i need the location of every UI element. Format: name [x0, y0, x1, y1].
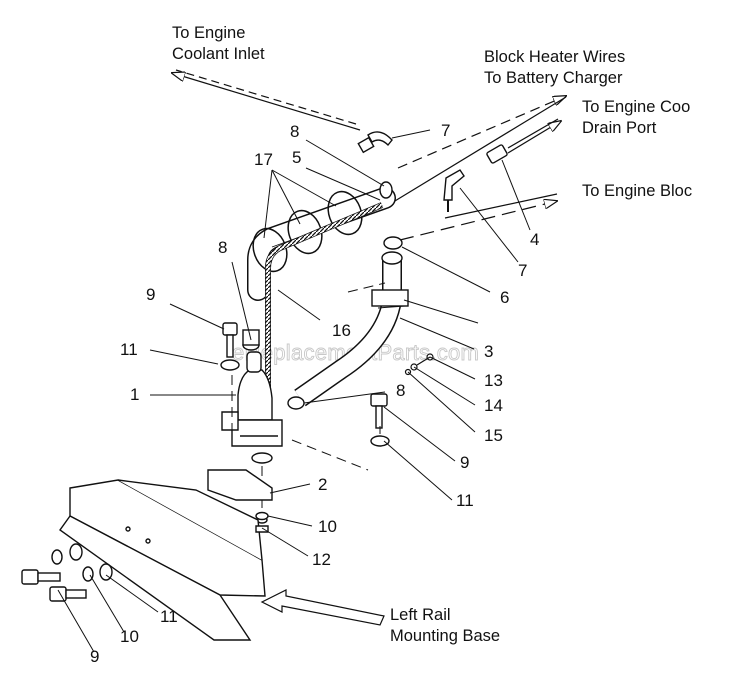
callout-10-lower: 10	[120, 627, 139, 646]
rail-bolts	[21, 543, 113, 602]
callout-numbers: 7 8 17 5 4 7 8 9 16 6 11 3 13 1 8 14 15 …	[90, 121, 539, 666]
callout-4: 4	[530, 230, 539, 249]
note-coolant-inlet: To Engine Coolant Inlet	[172, 24, 265, 63]
heater-wire-arrow	[379, 96, 566, 211]
callout-9-left: 9	[146, 285, 155, 304]
note-rail: Left Rail Mounting Base	[390, 606, 500, 645]
alignment-lines	[231, 282, 386, 520]
callout-5: 5	[292, 148, 301, 167]
bolt-right	[370, 393, 390, 447]
callout-11-right: 11	[456, 491, 474, 510]
callout-15: 15	[484, 426, 503, 445]
callout-2: 2	[318, 475, 327, 494]
callout-3: 3	[484, 342, 493, 361]
coolant-inlet-arrow	[172, 69, 361, 131]
note-heater-wires-line1: Block Heater Wires	[484, 48, 625, 66]
callout-9-lower: 9	[90, 647, 99, 666]
elbow-fitting-upper	[357, 131, 393, 154]
callout-11-lower: 11	[160, 607, 178, 626]
note-drain-port: To Engine Coo Drain Port	[582, 98, 690, 137]
callout-16: 16	[332, 321, 351, 340]
elbow-fitting-lower	[443, 169, 465, 212]
note-heater-wires-line2: To Battery Charger	[484, 69, 623, 87]
note-heater-wires: Block Heater Wires To Battery Charger	[484, 48, 625, 87]
block-heater	[221, 351, 283, 464]
callout-8-left: 8	[218, 238, 227, 257]
rail-pointer	[260, 589, 385, 626]
hose-clamp-upper	[379, 181, 393, 199]
callout-6: 6	[500, 288, 509, 307]
note-rail-line1: Left Rail	[390, 606, 451, 624]
callout-7-upper: 7	[441, 121, 450, 140]
note-drain-port-line2: Drain Port	[582, 119, 657, 137]
callout-8-upper: 8	[290, 122, 299, 141]
note-rail-line2: Mounting Base	[390, 627, 500, 645]
callout-9-right: 9	[460, 453, 469, 472]
callout-11-left: 11	[120, 340, 138, 359]
rail-mounting-base	[59, 479, 266, 641]
callout-10-right: 10	[318, 517, 337, 536]
callout-8-mid: 8	[396, 381, 405, 400]
outlet-tube	[287, 251, 409, 410]
callout-7-lower: 7	[518, 261, 527, 280]
callout-1: 1	[130, 385, 139, 404]
adapter-fitting	[486, 144, 508, 164]
callout-14: 14	[484, 396, 503, 415]
tube-cap	[383, 236, 403, 250]
note-drain-port-line1: To Engine Coo	[582, 98, 690, 116]
leader-lines	[57, 129, 531, 653]
callout-17: 17	[254, 150, 273, 169]
hose-clamp-left	[242, 329, 260, 351]
note-coolant-inlet-line1: To Engine	[172, 24, 245, 42]
callout-12: 12	[312, 550, 331, 569]
heater-wire	[265, 202, 384, 445]
callout-13: 13	[484, 371, 503, 390]
engine-block-arrow	[399, 193, 557, 241]
hose-clamps	[252, 190, 363, 273]
note-coolant-inlet-line2: Coolant Inlet	[172, 45, 265, 63]
drain-port-arrow	[507, 118, 561, 154]
note-engine-block: To Engine Bloc	[582, 182, 692, 200]
